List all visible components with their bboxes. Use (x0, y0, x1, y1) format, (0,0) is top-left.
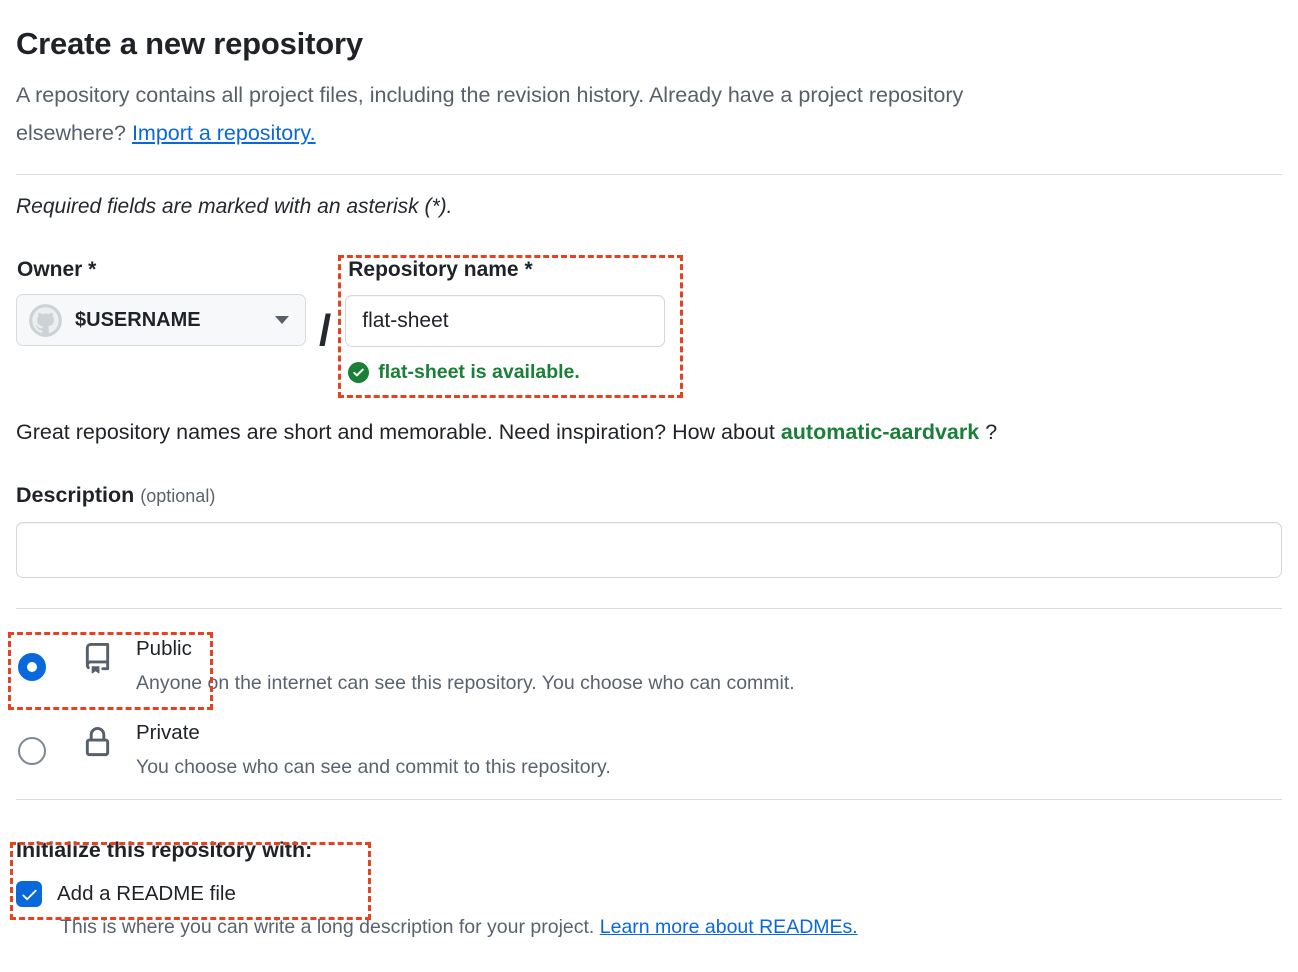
private-option-text: Private You choose who can see and commi… (136, 721, 611, 779)
intro-text: A repository contains all project files,… (16, 76, 1282, 152)
readme-checkbox-row: Add a README file (16, 881, 1282, 907)
name-suggestion: Great repository names are short and mem… (16, 420, 1282, 445)
repository-name-label: Repository name * (348, 258, 533, 281)
repository-name-input[interactable] (345, 295, 666, 347)
owner-repo-row: Owner * $USERNAME / Repository name * (16, 259, 1282, 384)
public-option-description: Anyone on the internet can see this repo… (136, 672, 795, 694)
intro-line-2-prefix: elsewhere? (16, 121, 132, 145)
intro-line-2: elsewhere? Import a repository. (16, 114, 1282, 152)
readme-checkbox-label[interactable]: Add a README file (57, 882, 236, 905)
intro-line-1: A repository contains all project files,… (16, 83, 964, 107)
availability-message: flat-sheet is available. (348, 361, 665, 384)
private-radio[interactable] (18, 737, 46, 765)
owner-avatar (29, 303, 62, 337)
check-circle-icon (348, 362, 370, 383)
owner-dropdown-button[interactable]: $USERNAME (16, 294, 306, 346)
public-radio[interactable] (18, 653, 46, 681)
readme-help-prefix: This is where you can write a long descr… (60, 916, 600, 938)
repository-name-field: Repository name * flat-sheet is availabl… (345, 258, 666, 384)
readme-checkbox[interactable] (16, 881, 42, 907)
suggestion-suffix: ? (979, 420, 998, 444)
repo-book-icon (85, 643, 110, 674)
owner-label: Owner * (17, 258, 97, 281)
description-label: Description (optional) (16, 483, 1282, 508)
description-input[interactable] (16, 522, 1282, 578)
visibility-option-public: Public Anyone on the internet can see th… (16, 637, 1282, 695)
owner-field: Owner * $USERNAME (16, 259, 306, 346)
divider (16, 174, 1282, 175)
suggested-name-link[interactable]: automatic-aardvark (780, 420, 980, 444)
initialize-heading: Initialize this repository with: (16, 838, 313, 862)
owner-repo-separator: / (319, 306, 332, 355)
lock-icon (85, 727, 110, 757)
divider (16, 799, 1282, 800)
chevron-down-icon (275, 316, 289, 324)
learn-more-readmes-link[interactable]: Learn more about READMEs. (599, 916, 858, 938)
suggestion-prefix: Great repository names are short and mem… (16, 420, 781, 444)
divider (16, 608, 1282, 609)
readme-help-text: This is where you can write a long descr… (60, 916, 1282, 939)
private-option-label[interactable]: Private (136, 721, 200, 744)
page-title: Create a new repository (16, 26, 363, 61)
check-icon (21, 889, 37, 900)
required-fields-note: Required fields are marked with an aster… (16, 195, 453, 218)
public-option-label[interactable]: Public (136, 637, 192, 660)
description-label-text: Description (16, 483, 135, 507)
visibility-option-private: Private You choose who can see and commi… (16, 721, 1282, 779)
import-repository-link[interactable]: Import a repository. (131, 121, 316, 145)
owner-selected-value: $USERNAME (75, 308, 201, 331)
public-option-text: Public Anyone on the internet can see th… (136, 637, 795, 695)
private-option-description: You choose who can see and commit to thi… (136, 756, 611, 778)
availability-text: flat-sheet is available. (378, 361, 580, 383)
description-optional-text: (optional) (140, 486, 216, 506)
